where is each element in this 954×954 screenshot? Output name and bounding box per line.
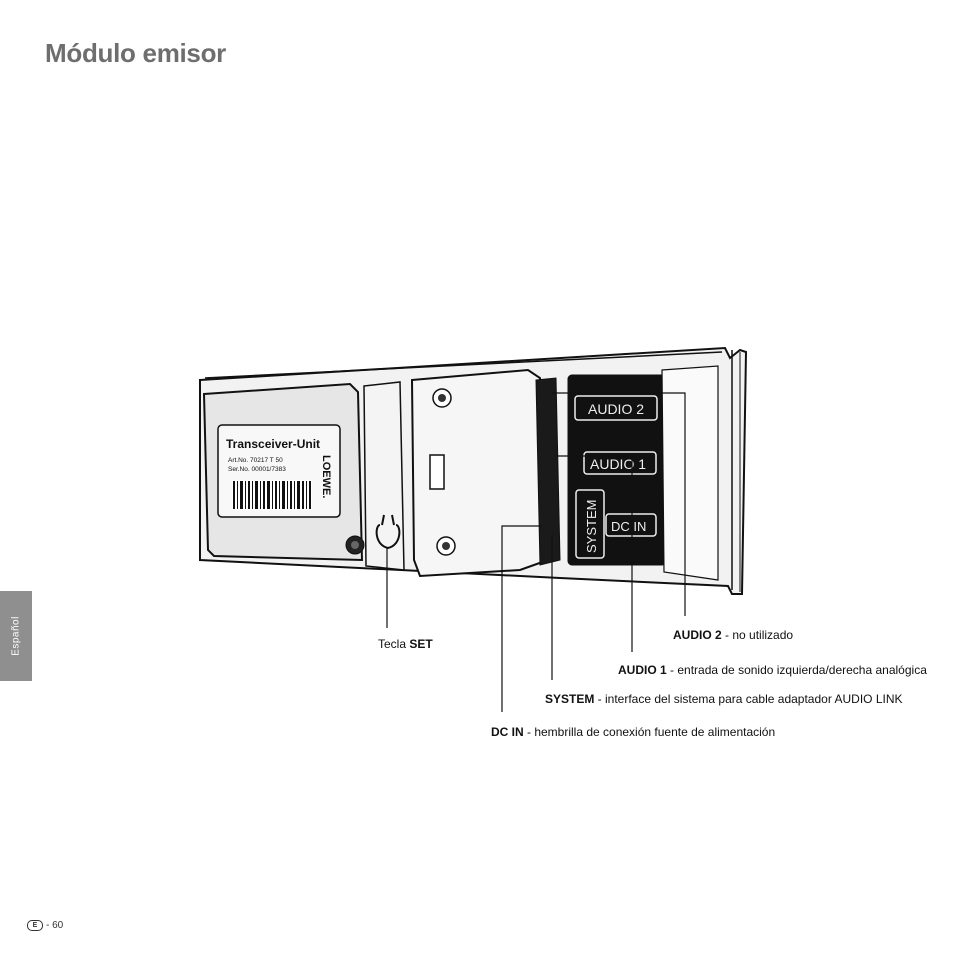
page-number: - 60 [46, 920, 64, 931]
label-art-number: Art.No. 70217 T 50 [228, 457, 283, 464]
port-audio1-text: AUDIO 1 [590, 456, 646, 472]
callout-dcin: DC IN - hembrilla de conexión fuente de … [491, 725, 776, 739]
callout-audio1: AUDIO 1 - entrada de sonido izquierda/de… [618, 663, 927, 677]
page-footer: E - 60 [27, 920, 63, 931]
port-system-label [575, 489, 605, 559]
callout-leader-lines [386, 392, 686, 712]
port-system-text: SYSTEM [584, 500, 599, 553]
port-audio2-text: AUDIO 2 [588, 401, 644, 417]
language-badge-icon: E [27, 920, 43, 931]
port-audio1-label [583, 451, 657, 475]
label-serial-number: Ser.No. 00001/7383 [228, 466, 286, 473]
barcode [232, 480, 312, 510]
brand-logo: LOEWE. [320, 455, 332, 498]
label-title: Transceiver-Unit [226, 437, 320, 451]
callout-system: SYSTEM - interface del sistema para cabl… [545, 692, 903, 706]
language-side-tab: Español [0, 591, 32, 681]
callout-set-key: Tecla SET [378, 637, 433, 651]
port-audio2-label [574, 395, 658, 421]
port-dcin-label [605, 513, 657, 537]
callout-audio2: AUDIO 2 - no utilizado [673, 628, 794, 642]
set-key-icon[interactable] [375, 514, 401, 550]
port-dcin-text: DC IN [611, 519, 646, 534]
page-title: Módulo emisor [45, 38, 226, 68]
language-label: Español [10, 616, 22, 656]
